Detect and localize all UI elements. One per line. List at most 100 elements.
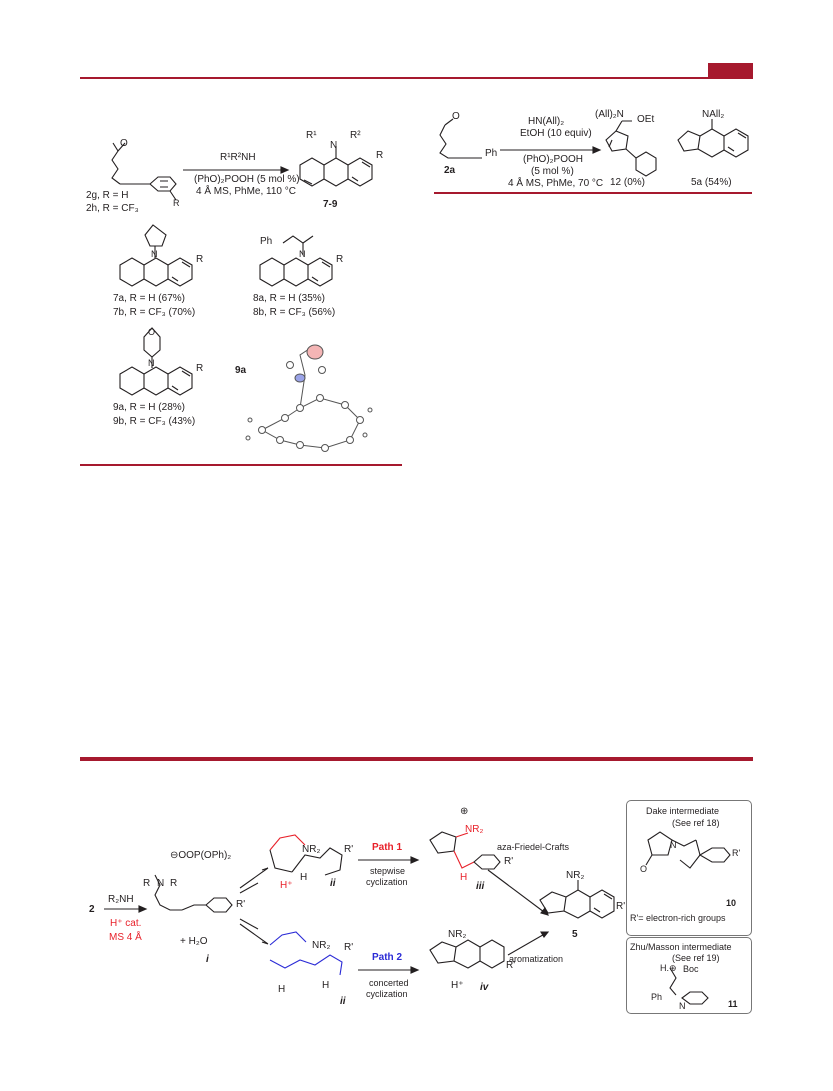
mech-int-iii: iii <box>476 881 485 892</box>
mech-ii-top-h: H <box>300 872 307 883</box>
mech-ii-bottom-nr2: NR₂ <box>312 940 330 951</box>
compound-9a: 9a, R = H (28%) <box>113 402 185 413</box>
r-reagent-3: (PhO)₂POOH <box>523 154 583 165</box>
mech-iii-plus: ⊕ <box>460 806 468 817</box>
c7-n: N <box>151 249 158 259</box>
substrate-2g: 2g, R = H <box>86 190 129 201</box>
aldehyde-o: O <box>120 138 128 149</box>
mech-path2-desc1: concerted <box>369 978 409 988</box>
mech-water: + H₂O <box>180 936 208 947</box>
mech-path1-desc1: stepwise <box>370 866 405 876</box>
reagent-amine: R¹R²NH <box>220 152 256 163</box>
zhu-ph: Ph <box>651 992 662 1002</box>
product-r2: R² <box>350 130 361 141</box>
mech-iminium-r: R <box>143 878 150 889</box>
mech-path2: Path 2 <box>372 952 402 963</box>
mech-product-label: 5 <box>572 929 578 940</box>
mech-r2nh: R₂NH <box>108 894 134 905</box>
dake-n: N <box>670 840 677 850</box>
reagent-catalyst: (PhO)₂POOH (5 mol %) <box>194 174 300 185</box>
compound-9b: 9b, R = CF₃ (43%) <box>113 416 195 427</box>
mech-int-i: i <box>206 954 209 965</box>
left-scheme-rule <box>80 464 402 466</box>
mech-iv-nr2: NR₂ <box>448 929 466 940</box>
mech-iii-nr2: NR₂ <box>465 824 483 835</box>
r-substrate-label: 2a <box>444 165 456 176</box>
zhu-boc: Boc <box>683 964 699 974</box>
dake-rprime: R' <box>732 848 740 858</box>
p12-oet: OEt <box>637 114 654 125</box>
header-rule <box>80 77 753 79</box>
mech-path1-desc2: cyclization <box>366 877 408 887</box>
mech-path1: Path 1 <box>372 842 402 853</box>
c8-ph: Ph <box>260 236 272 247</box>
c7-r: R <box>196 254 203 265</box>
c8-r: R <box>336 254 343 265</box>
mech-int-iv: iv <box>480 982 490 993</box>
dake-title: Dake intermediate <box>646 806 719 816</box>
zhu-n-plus: H.⊕ <box>660 963 677 973</box>
mech-ii-bottom-rprime: R' <box>344 942 353 953</box>
r-reagent-2: EtOH (10 equiv) <box>520 128 592 139</box>
mech-int-ii-bottom: ii <box>340 996 346 1007</box>
mech-ii-bottom-h: H <box>278 984 285 995</box>
xray-label: 9a <box>235 365 247 376</box>
mech-iv-rprime: R' <box>506 960 515 971</box>
header-tag <box>708 63 753 78</box>
zhu-num: 11 <box>728 999 738 1009</box>
mech-ii-top-nr2: NR₂ <box>302 844 320 855</box>
dake-ref: (See ref 18) <box>672 818 720 828</box>
substrate-2h: 2h, R = CF₃ <box>86 203 139 214</box>
c9-r: R <box>196 363 203 374</box>
right-scheme-rule <box>434 192 752 194</box>
mech-product-nr2: NR₂ <box>566 870 584 881</box>
mech-start: 2 <box>89 904 95 915</box>
mech-counterion: ⊖OOP(OPh)₂ <box>170 850 231 861</box>
compound-7a: 7a, R = H (67%) <box>113 293 185 304</box>
mech-ii-top-hplus: H⁺ <box>280 880 293 891</box>
r-reagent-5: 4 Å MS, PhMe, 70 °C <box>508 176 603 189</box>
mech-i-rprime: R' <box>236 899 245 910</box>
zhu-nh: N <box>679 1001 686 1011</box>
mech-ii-top-rprime: R' <box>344 844 353 855</box>
r-aldehyde-o: O <box>452 111 460 122</box>
mech-aza: aza-Friedel-Crafts <box>497 842 570 852</box>
mech-iminium-r2: R <box>170 878 177 889</box>
mech-ms: MS 4 Å <box>109 930 142 943</box>
zhu-ref: (See ref 19) <box>672 953 720 963</box>
compound-8b: 8b, R = CF₃ (56%) <box>253 307 335 318</box>
r-reagent-4: (5 mol %) <box>531 166 574 177</box>
p12-amine: (All)₂N <box>595 109 624 120</box>
c9-n: N <box>148 358 155 368</box>
mech-iii-rprime: R' <box>504 856 513 867</box>
mech-path2-desc2: cyclization <box>366 989 408 999</box>
dake-o: O <box>640 864 647 874</box>
reagent-conditions: 4 Å MS, PhMe, 110 °C <box>196 184 296 197</box>
compound-8a: 8a, R = H (35%) <box>253 293 325 304</box>
p5a-amine: NAll₂ <box>702 109 724 120</box>
c8-n: N <box>299 249 306 259</box>
mech-iminium-n: N <box>157 878 164 889</box>
mech-iv-hplus: H⁺ <box>451 980 464 991</box>
zhu-box <box>626 937 752 1014</box>
product-r1: R¹ <box>306 130 317 141</box>
p12-label: 12 (0%) <box>610 177 645 188</box>
dake-box <box>626 800 752 936</box>
mech-iii-h: H <box>460 872 467 883</box>
mech-ii-bottom-h2: H <box>322 980 329 991</box>
section-rule <box>80 757 753 761</box>
substrate-r: R <box>173 198 180 208</box>
product-n: N <box>330 140 337 151</box>
r-substrate-ph: Ph <box>485 148 497 159</box>
zhu-title: Zhu/Masson intermediate <box>630 942 732 952</box>
c9-o: O <box>148 327 155 337</box>
product-r: R <box>376 150 383 161</box>
mech-cat: H⁺ cat. <box>110 918 141 929</box>
mech-arom: aromatization <box>509 954 563 964</box>
dake-num: 10 <box>726 898 736 908</box>
compound-7b: 7b, R = CF₃ (70%) <box>113 307 195 318</box>
r-reagent-1: HN(All)₂ <box>528 116 564 127</box>
